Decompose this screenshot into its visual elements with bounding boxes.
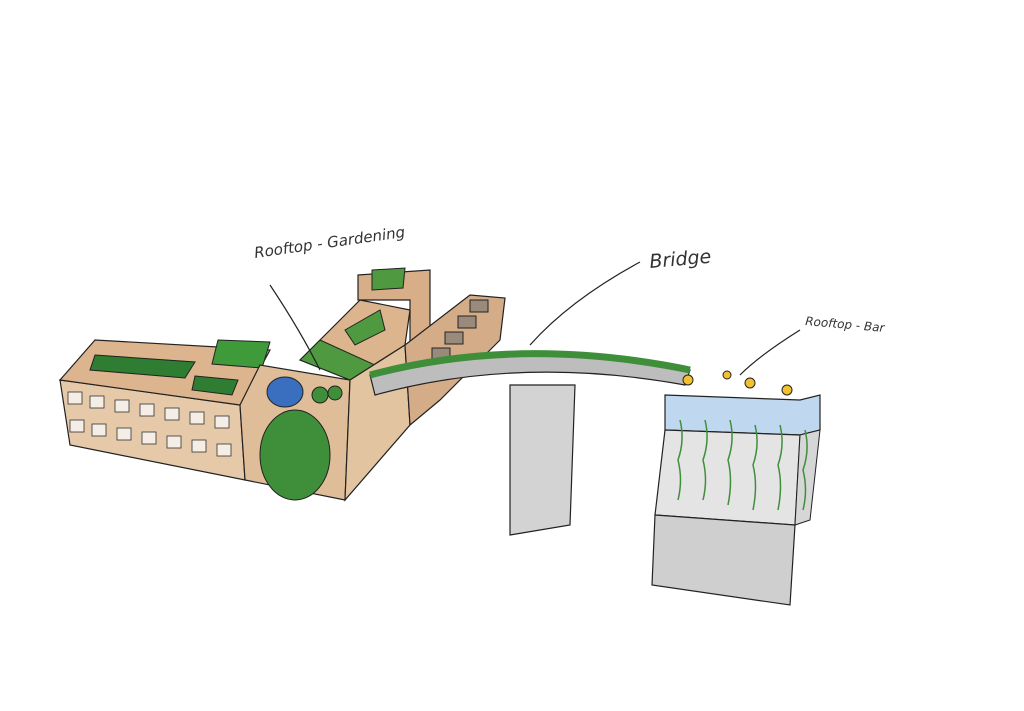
- label-rooftop-gardening: Rooftop - Gardening: [253, 223, 406, 262]
- label-rooftop-bar: Rooftop - Bar: [805, 314, 886, 335]
- label-bridge: Bridge: [649, 246, 713, 273]
- bar-leader-line: [739, 329, 801, 376]
- bridge: [369, 350, 691, 536]
- bar-building: [651, 370, 821, 606]
- bridge-leader-line: [529, 261, 641, 346]
- main-building: [58, 267, 506, 502]
- gardening-leader-line: [269, 284, 321, 371]
